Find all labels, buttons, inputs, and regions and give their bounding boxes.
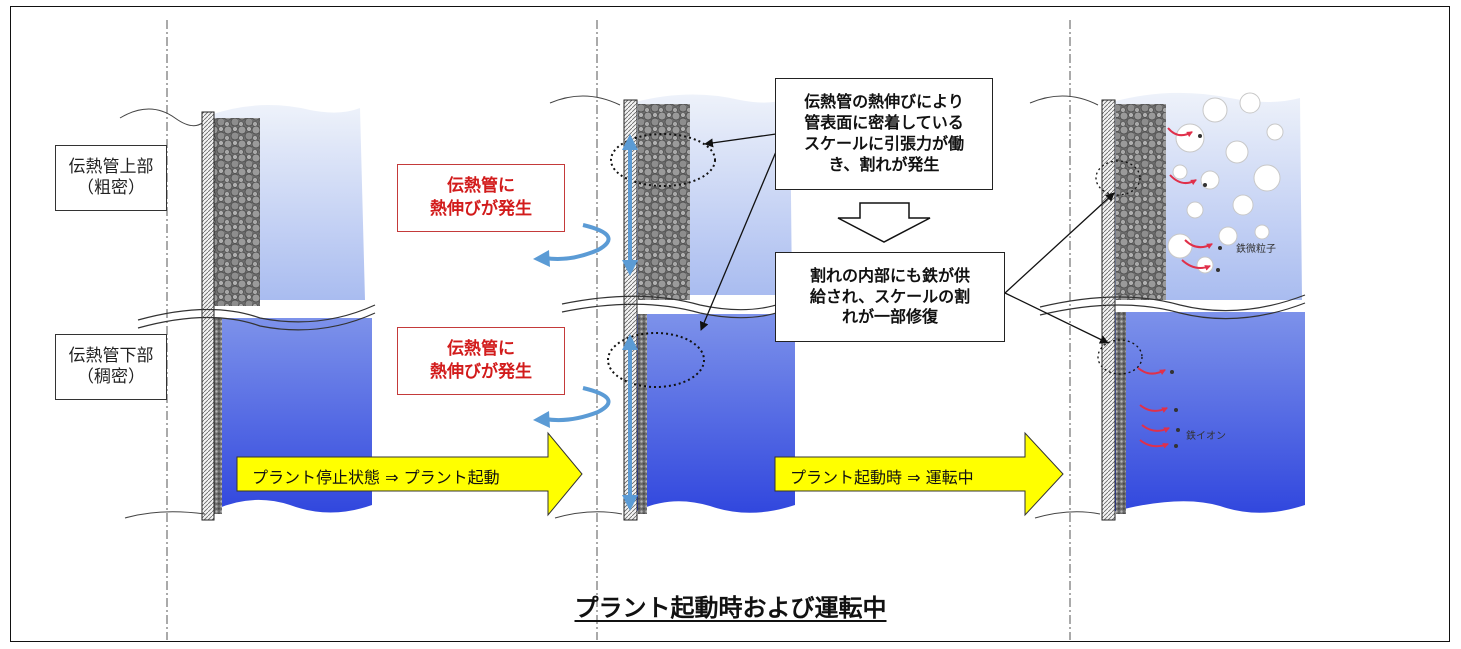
figure-caption: プラント起動時および運転中 xyxy=(0,588,1461,623)
crack-region-lower xyxy=(607,332,705,388)
repaired-crack-upper xyxy=(1095,160,1141,196)
tube-wall xyxy=(623,99,638,521)
thermal-expansion-arrow-lower xyxy=(622,334,638,511)
figure-frame xyxy=(10,6,1450,642)
tube-column-stopped xyxy=(119,20,376,640)
break-line xyxy=(1039,294,1306,312)
callout-arrows xyxy=(699,133,1115,344)
dense-scale-layer xyxy=(214,318,222,514)
expansion-note-line1: 伝熱管に xyxy=(447,339,515,360)
phase-arrow-2 xyxy=(774,431,1064,517)
break-line-top xyxy=(119,108,211,127)
crack-note-line2: 管表面に密着している xyxy=(804,113,964,133)
coarse-scale-layer xyxy=(638,104,690,300)
crack-region-upper xyxy=(610,133,716,187)
upper-tube-label-line2: （粗密） xyxy=(77,178,145,198)
lower-tube-label-line1: 伝熱管下部 xyxy=(68,345,154,366)
upper-tube-label-line1: 伝熱管上部 xyxy=(68,156,154,177)
phase-arrow-1 xyxy=(236,431,583,517)
dense-scale-layer xyxy=(1116,312,1126,514)
repair-note-line2: 給され、スケールの割 xyxy=(809,286,971,306)
break-line xyxy=(137,304,376,323)
expansion-note-line2: 熱伸びが発生 xyxy=(430,362,532,382)
tube-wall xyxy=(1101,99,1116,521)
iron-ion-trails xyxy=(1137,127,1213,449)
curved-arrow-lower xyxy=(533,386,611,428)
repair-note-line1: 割れの内部にも鉄が供 xyxy=(809,265,970,285)
crack-note-line4: き、割れが発生 xyxy=(828,154,940,174)
iron-particle-label: 鉄微粒子 xyxy=(1236,244,1276,255)
down-arrow xyxy=(837,202,931,243)
expansion-note-lower: 伝熱管に 熱伸びが発生 xyxy=(397,327,565,395)
expansion-note-upper: 伝熱管に 熱伸びが発生 xyxy=(397,164,565,232)
thermal-expansion-arrow-upper xyxy=(622,134,638,276)
phase-arrow-1-label: プラント停止状態 ⇒ プラント起動 xyxy=(252,468,500,487)
figure-caption-text: プラント起動時および運転中 xyxy=(574,594,887,622)
upper-tube-label: 伝熱管上部 （粗密） xyxy=(55,145,167,211)
phase-arrow-2-label: プラント起動時 ⇒ 運転中 xyxy=(790,468,974,487)
crack-explanation-box: 伝熱管の熱伸びにより 管表面に密着している スケールに引張力が働 き、割れが発生 xyxy=(775,78,993,190)
iron-ion-label: 鉄イオン xyxy=(1186,431,1226,442)
repair-explanation-box: 割れの内部にも鉄が供 給され、スケールの割 れが一部修復 xyxy=(775,252,1005,342)
water-lower xyxy=(635,314,795,513)
expansion-note-line2: 熱伸びが発生 xyxy=(430,199,532,219)
particle-dots xyxy=(1170,134,1222,448)
dense-scale-layer xyxy=(638,314,647,514)
curved-arrow-upper xyxy=(533,223,611,267)
coarse-scale-layer xyxy=(1116,104,1166,300)
break-line xyxy=(561,294,801,311)
crack-note-line3: スケールに引張力が働 xyxy=(803,134,964,153)
expansion-note-line1: 伝熱管に xyxy=(447,176,515,197)
lower-tube-label-line2: （稠密） xyxy=(77,367,145,387)
tube-column-startup xyxy=(549,20,801,640)
crack-note-line1: 伝熱管の熱伸びにより xyxy=(804,92,964,112)
tube-column-operating xyxy=(1029,20,1306,640)
lower-tube-label: 伝熱管下部 （稠密） xyxy=(55,334,167,400)
repaired-crack-lower xyxy=(1097,339,1143,375)
water-lower xyxy=(1112,312,1305,513)
tube-wall xyxy=(201,111,215,521)
repair-note-line3: れが一部修復 xyxy=(841,307,938,327)
coarse-scale-layer xyxy=(214,118,260,306)
